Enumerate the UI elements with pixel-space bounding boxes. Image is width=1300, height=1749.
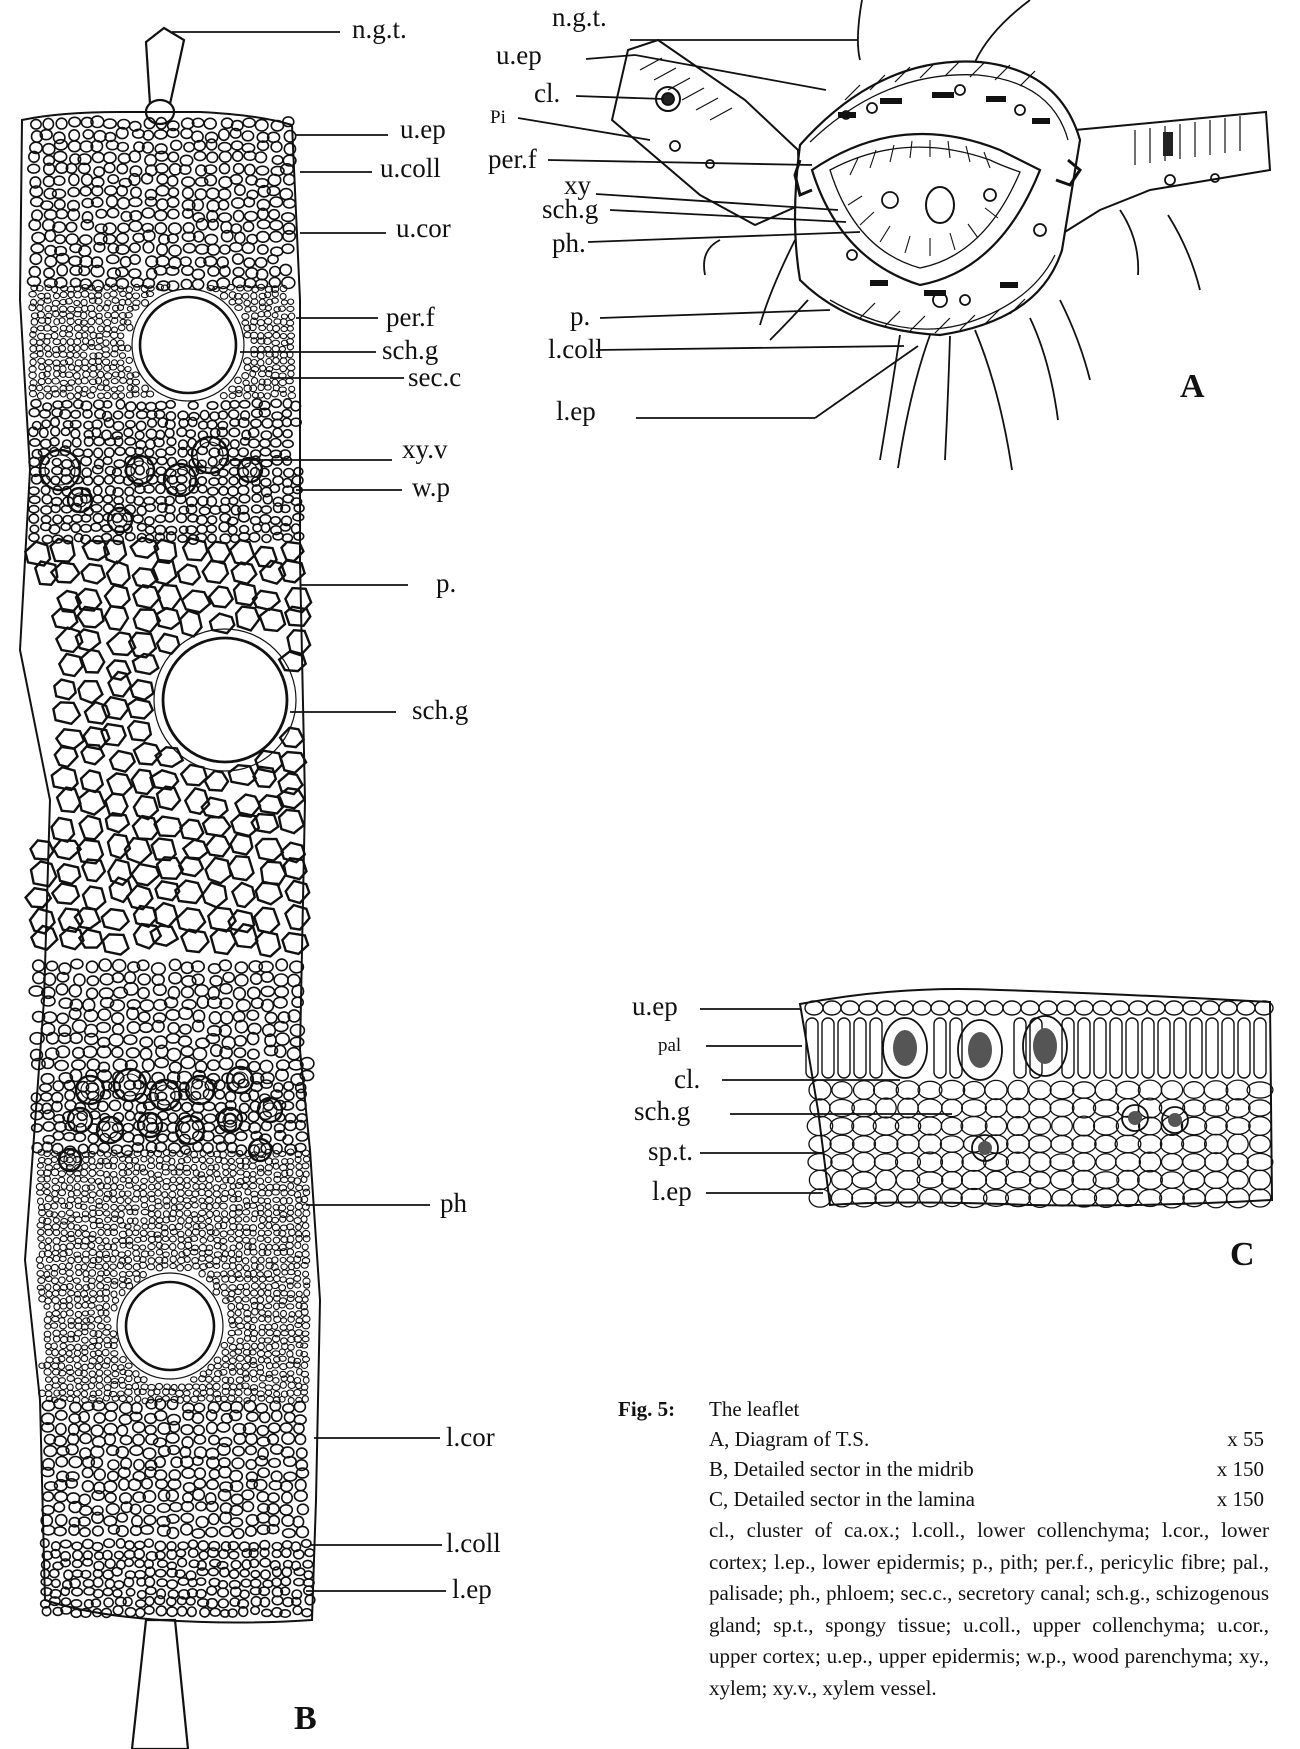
- label-c-cl: cl.: [674, 1066, 700, 1093]
- panel-b-letter: B: [294, 1702, 317, 1736]
- label-b-n-g-t: n.g.t.: [352, 16, 407, 43]
- label-c-sch-g: sch.g: [634, 1098, 690, 1125]
- caption-item-a-mag: x 55: [1227, 1424, 1264, 1454]
- lamina-sector-drawing: [700, 989, 1273, 1208]
- label-a-p: p.: [570, 303, 590, 330]
- label-c-sp-t: sp.t.: [648, 1138, 693, 1165]
- label-b-l-coll: l.coll: [446, 1530, 501, 1557]
- label-a-l-coll: l.coll: [548, 336, 603, 363]
- caption-item-c-text: C, Detailed sector in the lamina: [709, 1487, 975, 1511]
- label-b-u-coll: u.coll: [380, 155, 441, 182]
- label-a-pi: Pi: [490, 108, 506, 127]
- label-b-u-ep: u.ep: [400, 116, 446, 143]
- label-b-xy-v: xy.v: [402, 436, 448, 463]
- caption-fig-label: Fig. 5:: [618, 1394, 675, 1424]
- caption-legend: cl., cluster of ca.ox.; l.coll., lower c…: [709, 1515, 1269, 1704]
- midrib-sector-drawing: [20, 28, 320, 1749]
- label-b-per-f: per.f: [386, 304, 435, 331]
- label-c-u-ep: u.ep: [632, 993, 678, 1020]
- caption-item-c-mag: x 150: [1217, 1484, 1264, 1514]
- label-c-pal: pal: [658, 1036, 681, 1055]
- caption-item-b-text: B, Detailed sector in the midrib: [709, 1457, 974, 1481]
- caption-item-b: B, Detailed sector in the midrib x 150: [709, 1454, 1264, 1484]
- label-a-u-ep: u.ep: [496, 42, 542, 69]
- lamina-cells: [805, 1001, 1273, 1208]
- label-a-l-ep: l.ep: [556, 398, 596, 425]
- caption-item-a-text: A, Diagram of T.S.: [709, 1427, 869, 1451]
- caption-item-c: C, Detailed sector in the lamina x 150: [709, 1484, 1264, 1514]
- glandular-trichome-top: [146, 28, 184, 104]
- caption-title: The leaflet: [709, 1394, 799, 1424]
- label-a-n-g-t: n.g.t.: [552, 4, 607, 31]
- label-b-l-cor: l.cor: [446, 1424, 495, 1451]
- label-a-sch-g: sch.g: [542, 196, 598, 223]
- label-b-p: p.: [436, 570, 456, 597]
- label-a-per-f: per.f: [488, 146, 537, 173]
- label-b-sch-g: sch.g: [382, 337, 438, 364]
- label-b-w-p: w.p: [412, 474, 450, 501]
- caption-item-b-mag: x 150: [1217, 1454, 1264, 1484]
- label-c-l-ep: l.ep: [652, 1178, 692, 1205]
- label-b-sec-c: sec.c: [408, 364, 461, 391]
- leaflet-ts-diagram: [518, 0, 1270, 470]
- label-a-ph: ph.: [552, 230, 586, 257]
- panel-c-letter: C: [1230, 1238, 1255, 1272]
- label-a-cl: cl.: [534, 80, 560, 107]
- glandular-trichome-bottom: [132, 1620, 188, 1749]
- label-b-u-cor: u.cor: [396, 215, 451, 242]
- caption-item-a: A, Diagram of T.S. x 55: [709, 1424, 1264, 1454]
- label-b-l-ep: l.ep: [452, 1576, 492, 1603]
- label-b-ph: ph: [440, 1190, 467, 1217]
- panel-a-letter: A: [1180, 370, 1205, 404]
- label-b-sch-g-lower: sch.g: [412, 697, 468, 724]
